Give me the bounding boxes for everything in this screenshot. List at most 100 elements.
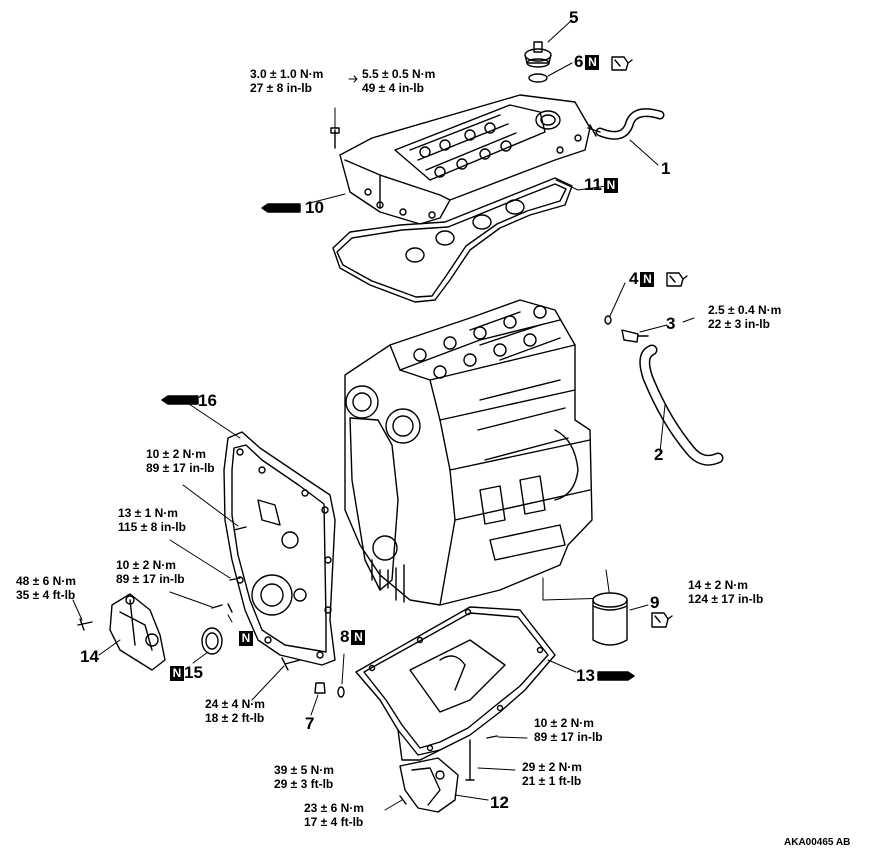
torque-value-nm: 29 ± 2 N·m [522, 760, 582, 774]
pcv-hose-fill [597, 109, 663, 139]
callout-12: 12 [490, 793, 509, 812]
oil-filter [592, 592, 628, 646]
torque-value-nm: 23 ± 6 N·m [304, 801, 364, 815]
case-lower-bolt [281, 657, 301, 671]
oil-can-icon-6 [611, 56, 633, 71]
new-part-mark: N [170, 666, 184, 681]
callout-11-number: 11 [584, 175, 602, 194]
engine-block [344, 299, 593, 606]
torque-bracket-bolt: 48 ± 6 N·m 35 ± 4 ft-lb [16, 574, 76, 602]
torque-value-imperial: 89 ± 17 in-lb [116, 572, 185, 586]
o-ring [528, 73, 548, 83]
torque-oil-pan: 10 ± 2 N·m 89 ± 17 in-lb [534, 716, 603, 744]
torque-value-imperial: 35 ± 4 ft-lb [16, 588, 76, 602]
torque-drain-plug: 39 ± 5 N·m 29 ± 3 ft-lb [274, 763, 334, 791]
callout-6-number: 6 [574, 52, 584, 71]
new-part-mark: N [640, 272, 655, 287]
torque-value-nm: 3.0 ± 1.0 N·m [250, 67, 324, 81]
oil-filler-cap [524, 41, 552, 68]
leader-lines [72, 19, 695, 811]
callout-16: 16 [198, 391, 217, 410]
callout-8-number: 8 [340, 627, 350, 646]
torque-value-imperial: 18 ± 2 ft-lb [205, 711, 265, 725]
callout-5: 5 [569, 8, 579, 27]
torque-value-imperial: 22 ± 3 in-lb [708, 317, 770, 331]
new-part-mark: N [585, 55, 600, 70]
callout-15-number: 15 [184, 663, 203, 682]
rocker-cover-gasket [332, 177, 573, 303]
torque-value-imperial: 89 ± 17 in-lb [146, 461, 215, 475]
torque-value-nm: 24 ± 4 N·m [205, 697, 265, 711]
torque-case-bolt-1: 10 ± 2 N·m 89 ± 17 in-lb [146, 447, 215, 475]
new-part-mark: N [351, 630, 366, 645]
hose-fill [640, 346, 722, 465]
torque-case-lower-bolt: 24 ± 4 N·m 18 ± 2 ft-lb [205, 697, 265, 725]
oil-can-icon-4 [666, 272, 688, 287]
torque-value-imperial: 21 ± 1 ft-lb [522, 774, 582, 788]
figure-code: AKA00465 AB [784, 837, 851, 848]
torque-cover-initial: 3.0 ± 1.0 N·m 27 ± 8 in-lb [250, 67, 323, 95]
torque-value-nm: 48 ± 6 N·m [16, 574, 76, 588]
torque-value-nm: 2.5 ± 0.4 N·m [708, 303, 782, 317]
callout-2: 2 [654, 445, 664, 464]
callout-7: 7 [305, 714, 315, 733]
torque-arrow [348, 75, 358, 83]
torque-value-nm: 39 ± 5 N·m [274, 763, 334, 777]
torque-pcv-valve: 2.5 ± 0.4 N·m 22 ± 3 in-lb [708, 303, 781, 331]
torque-case-bolt-3: 10 ± 2 N·m 89 ± 17 in-lb [116, 558, 185, 586]
callout-4-number: 4 [629, 269, 639, 288]
torque-value-imperial: 27 ± 8 in-lb [250, 81, 312, 95]
torque-cover-final: 5.5 ± 0.5 N·m 49 ± 4 in-lb [362, 67, 435, 95]
sealant-icon-16 [161, 395, 199, 405]
case-bolts [211, 526, 247, 613]
oil-pan [355, 606, 556, 761]
pcv-gasket [604, 315, 612, 325]
torque-value-imperial: 49 ± 4 in-lb [362, 81, 424, 95]
callout-14: 14 [80, 647, 99, 666]
torque-oil-filter: 14 ± 2 N·m 124 ± 17 in-lb [688, 578, 763, 606]
pcv-clamp [587, 124, 601, 137]
engine-support-bracket [109, 593, 166, 671]
sealant-icon-10 [261, 203, 301, 213]
bracket-bolt-lower [399, 795, 407, 805]
bracket-bolt [77, 618, 93, 631]
rocker-cover [339, 94, 591, 225]
drain-plug-gasket [337, 686, 345, 698]
torque-value-imperial: 17 ± 4 ft-lb [304, 815, 364, 829]
torque-value-imperial: 29 ± 3 ft-lb [274, 777, 334, 791]
callout-13: 13 [576, 666, 595, 685]
lower-bracket [399, 757, 459, 813]
callout-n-mark: N [237, 629, 253, 647]
torque-value-nm: 5.5 ± 0.5 N·m [362, 67, 436, 81]
torque-lower-bracket-bolt: 29 ± 2 N·m 21 ± 1 ft-lb [522, 760, 582, 788]
new-part-mark: N [239, 631, 253, 646]
pcv-valve [621, 329, 649, 343]
torque-value-imperial: 89 ± 17 in-lb [534, 730, 603, 744]
sealant-icon-13 [597, 671, 635, 681]
torque-case-bolt-2: 13 ± 1 N·m 115 ± 8 in-lb [118, 506, 186, 534]
torque-value-nm: 10 ± 2 N·m [116, 558, 176, 572]
torque-value-nm: 13 ± 1 N·m [118, 506, 178, 520]
torque-value-nm: 14 ± 2 N·m [688, 578, 748, 592]
callout-9: 9 [650, 593, 660, 612]
torque-value-imperial: 124 ± 17 in-lb [688, 592, 764, 606]
callout-10: 10 [305, 198, 324, 217]
callout-3: 3 [666, 314, 676, 333]
torque-value-nm: 10 ± 2 N·m [534, 716, 594, 730]
torque-value-imperial: 115 ± 8 in-lb [118, 520, 186, 534]
oil-can-icon-9 [651, 612, 673, 628]
torque-value-nm: 10 ± 2 N·m [146, 447, 206, 461]
front-oil-seal [201, 627, 223, 655]
drain-plug [314, 682, 326, 694]
new-part-mark: N [603, 178, 618, 193]
pan-bolts [465, 735, 498, 781]
torque-bracket-12: 23 ± 6 N·m 17 ± 4 ft-lb [304, 801, 364, 829]
cover-bolt [330, 127, 340, 149]
